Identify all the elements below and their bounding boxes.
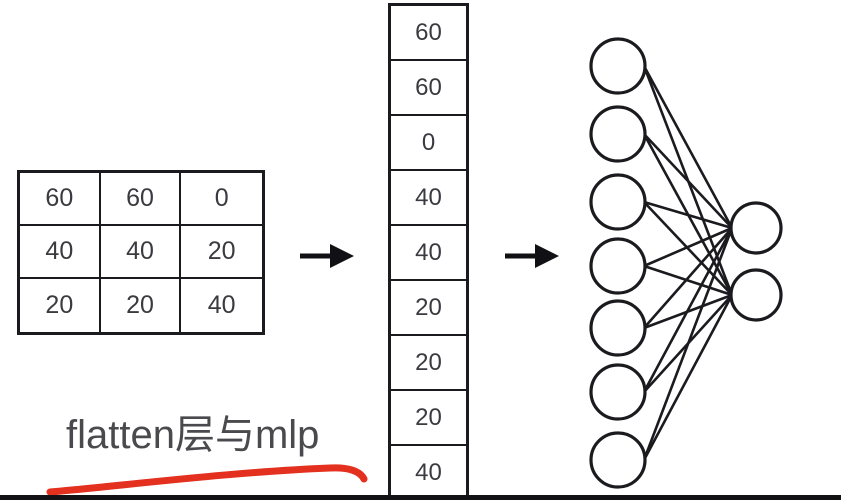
network-connections bbox=[642, 65, 734, 461]
red-underline-annotation bbox=[46, 464, 368, 496]
page-title: flatten层与mlp bbox=[66, 413, 320, 457]
matrix-cell: 60 bbox=[20, 173, 101, 226]
network-edge bbox=[642, 227, 734, 461]
network-input-node bbox=[589, 105, 647, 163]
vector-cell: 40 bbox=[391, 226, 466, 281]
vector-cell: 20 bbox=[391, 281, 466, 336]
network-edge bbox=[642, 227, 734, 393]
arrow-matrix-to-vector-icon bbox=[300, 244, 354, 268]
network-edge bbox=[643, 201, 733, 296]
network-edge bbox=[643, 264, 733, 297]
network-input-node bbox=[589, 237, 647, 295]
matrix-cell: 20 bbox=[181, 226, 262, 279]
matrix-cell: 20 bbox=[101, 279, 182, 332]
vector-cell: 20 bbox=[391, 336, 466, 391]
matrix-cell: 40 bbox=[207, 291, 236, 319]
mlp-network-diagram bbox=[589, 37, 783, 489]
network-output-node bbox=[729, 268, 783, 322]
network-output-node bbox=[729, 201, 783, 255]
network-input-node bbox=[589, 299, 647, 357]
matrix-cell: 0 bbox=[181, 173, 262, 226]
matrix-cell: 20 bbox=[20, 279, 101, 332]
vector-cell: 0 bbox=[391, 116, 466, 171]
matrix-cell: 60 bbox=[100, 173, 182, 226]
vector-cell: 60 bbox=[391, 61, 466, 116]
vector-cell: 40 bbox=[391, 171, 466, 226]
network-output-nodes bbox=[729, 201, 783, 322]
network-edge bbox=[643, 227, 733, 329]
network-input-node bbox=[589, 363, 647, 421]
flattened-vector-column: 60 60 0 40 40 20 20 20 40 bbox=[388, 3, 469, 500]
network-edge bbox=[643, 226, 733, 268]
vector-cell: 60 bbox=[391, 6, 466, 61]
matrix-cell: 40 bbox=[20, 226, 101, 279]
feature-map-matrix: 60 60 0 40 40 20 20 20 40 bbox=[17, 170, 265, 335]
vector-cell: 20 bbox=[391, 391, 466, 446]
network-edge bbox=[643, 200, 733, 230]
arrow-vector-to-network-icon bbox=[505, 244, 559, 268]
network-edge bbox=[642, 65, 734, 229]
network-input-nodes bbox=[589, 37, 647, 489]
network-edge bbox=[642, 294, 734, 461]
matrix-cell: 40 bbox=[100, 226, 182, 279]
network-input-node bbox=[589, 431, 647, 489]
bottom-edge-strip bbox=[0, 495, 841, 500]
network-edge bbox=[643, 133, 733, 229]
network-input-node bbox=[589, 37, 647, 95]
vector-cell: 40 bbox=[391, 446, 466, 500]
network-input-node bbox=[589, 173, 647, 231]
